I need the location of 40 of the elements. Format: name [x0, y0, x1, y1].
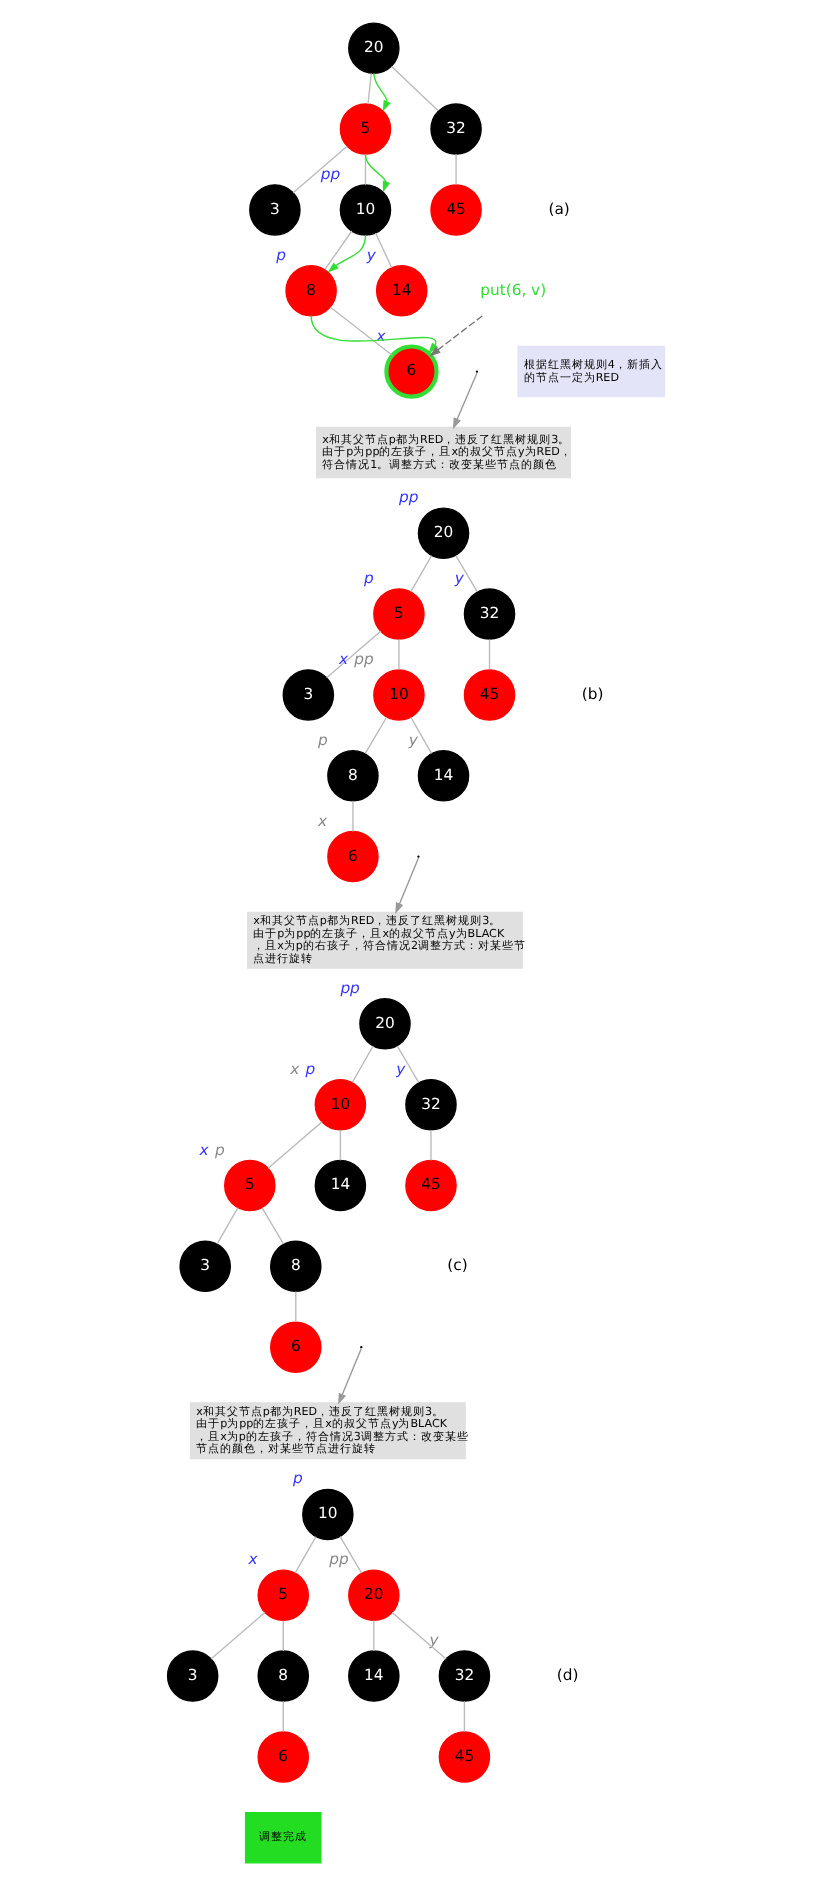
connector — [350, 1045, 373, 1083]
connector — [409, 716, 432, 755]
connector — [454, 153, 456, 186]
connector — [363, 716, 387, 755]
connector — [281, 1619, 283, 1652]
connector — [390, 65, 438, 112]
connector — [260, 1207, 284, 1245]
connector — [209, 1611, 265, 1660]
connector — [395, 1045, 419, 1083]
arrow — [363, 153, 390, 193]
connector — [373, 232, 392, 269]
arrow — [337, 1348, 361, 1405]
connector — [487, 638, 490, 671]
connector — [328, 306, 392, 356]
connector — [266, 1121, 322, 1170]
connector — [390, 1611, 446, 1660]
connector — [293, 1536, 316, 1574]
connector — [366, 72, 371, 105]
connector — [409, 554, 432, 593]
connector — [363, 153, 366, 186]
arrow — [372, 72, 390, 112]
connector — [324, 630, 381, 679]
connector — [429, 1129, 431, 1162]
arrow — [309, 315, 438, 354]
arrow — [428, 315, 482, 357]
connector — [397, 638, 399, 671]
connector — [372, 1619, 374, 1652]
connector — [338, 1129, 341, 1162]
connector — [215, 1207, 238, 1245]
connector — [323, 230, 352, 271]
connector — [338, 1536, 362, 1574]
connector — [351, 800, 353, 833]
arrow — [451, 372, 477, 430]
arrow — [326, 234, 366, 273]
connector — [294, 1290, 296, 1323]
arrow — [394, 857, 419, 914]
connector — [462, 1700, 465, 1733]
connector — [291, 145, 347, 194]
connector — [281, 1700, 283, 1733]
connector — [454, 554, 477, 593]
